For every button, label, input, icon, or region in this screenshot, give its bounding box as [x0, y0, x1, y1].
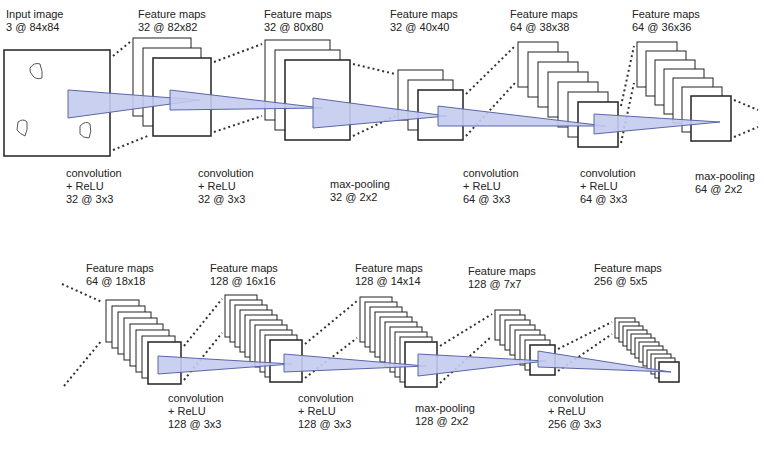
layer-label: Feature maps — [632, 8, 700, 21]
feature-map-stacks — [62, 38, 758, 387]
receptive-field-cone — [418, 354, 546, 376]
layer-label: 3 @ 84x84 — [6, 21, 59, 34]
layer-label: 64 @ 18x18 — [86, 275, 146, 288]
dotted-connector — [64, 340, 102, 386]
shape-blob — [17, 120, 27, 136]
layer-label: 32 @ 82x82 — [138, 21, 198, 34]
dotted-connector — [214, 44, 262, 62]
layer-label: 128 @ 3x3 — [298, 418, 351, 431]
layer-label: 128 @ 2x2 — [415, 415, 468, 428]
layer-label: Feature maps — [264, 8, 332, 21]
dotted-connector — [440, 314, 492, 346]
layer-label: Feature maps — [510, 8, 578, 21]
layer-operation: convolution + ReLU — [298, 392, 358, 418]
receptive-field-cone — [438, 106, 606, 126]
layer-label: 32 @ 3x3 — [198, 193, 245, 206]
layer-label: 64 @ 3x3 — [580, 193, 627, 206]
dotted-connector — [113, 135, 150, 150]
layer-label: 256 @ 3x3 — [548, 418, 601, 431]
layer-operation: convolution + ReLU — [168, 392, 228, 418]
layer-label: 64 @ 38x38 — [510, 21, 570, 34]
layer-label: Input image — [6, 8, 63, 21]
receptive-field-cone — [538, 351, 671, 372]
layer-label: Feature maps — [86, 262, 154, 275]
layer-operation: convolution + ReLU — [66, 167, 126, 193]
dotted-connector — [734, 127, 758, 137]
layer-operation: convolution + ReLU — [198, 167, 258, 193]
receptive-field-cone — [313, 98, 447, 128]
layer-label: Feature maps — [138, 8, 206, 21]
dotted-connector — [621, 46, 634, 106]
layer-label: Feature maps — [468, 265, 536, 278]
layer-label: 32 @ 3x3 — [66, 193, 113, 206]
dotted-connector — [466, 83, 515, 136]
dotted-connector — [305, 301, 357, 344]
dotted-connector — [621, 83, 634, 143]
dotted-connector — [113, 42, 130, 56]
layer-label: 32 @ 40x40 — [390, 21, 450, 34]
shape-blob — [30, 64, 42, 79]
receptive-field-cones — [68, 90, 720, 376]
dotted-connector — [734, 100, 758, 110]
layer-label: 32 @ 80x80 — [264, 21, 324, 34]
layer-label: 64 @ 2x2 — [695, 183, 742, 196]
dotted-connector — [353, 64, 395, 74]
layer-label: max-pooling — [330, 178, 390, 191]
layer-label: 128 @ 7x7 — [468, 278, 521, 291]
receptive-field-cone — [284, 354, 426, 372]
receptive-field-cone — [158, 356, 292, 374]
dotted-connector — [184, 299, 222, 346]
layer-label: 256 @ 5x5 — [594, 275, 647, 288]
layer-label: 64 @ 36x36 — [632, 21, 692, 34]
layer-label: Feature maps — [594, 262, 662, 275]
layer-label: 128 @ 16x16 — [210, 275, 276, 288]
layer-label: max-pooling — [695, 170, 755, 183]
dotted-connector — [184, 333, 222, 380]
layer-operation: convolution + ReLU — [548, 392, 608, 418]
layer-label: 128 @ 3x3 — [168, 418, 221, 431]
layer-label: Feature maps — [390, 8, 458, 21]
layer-label: Feature maps — [355, 262, 423, 275]
dotted-connector — [214, 116, 262, 132]
layer-operation: convolution + ReLU — [463, 167, 523, 193]
layer-label: 32 @ 2x2 — [330, 191, 377, 204]
layer-label: 64 @ 3x3 — [463, 193, 510, 206]
shape-blob — [80, 122, 91, 138]
layer-operation: convolution + ReLU — [580, 167, 640, 193]
layer-label: 128 @ 14x14 — [355, 275, 421, 288]
layer-label: Feature maps — [210, 262, 278, 275]
layer-label: max-pooling — [415, 402, 475, 415]
feature-map — [691, 96, 731, 141]
dotted-connector — [466, 46, 515, 94]
receptive-field-cone — [594, 114, 720, 134]
receptive-field-cone — [170, 90, 322, 110]
dotted-connector — [558, 322, 612, 349]
